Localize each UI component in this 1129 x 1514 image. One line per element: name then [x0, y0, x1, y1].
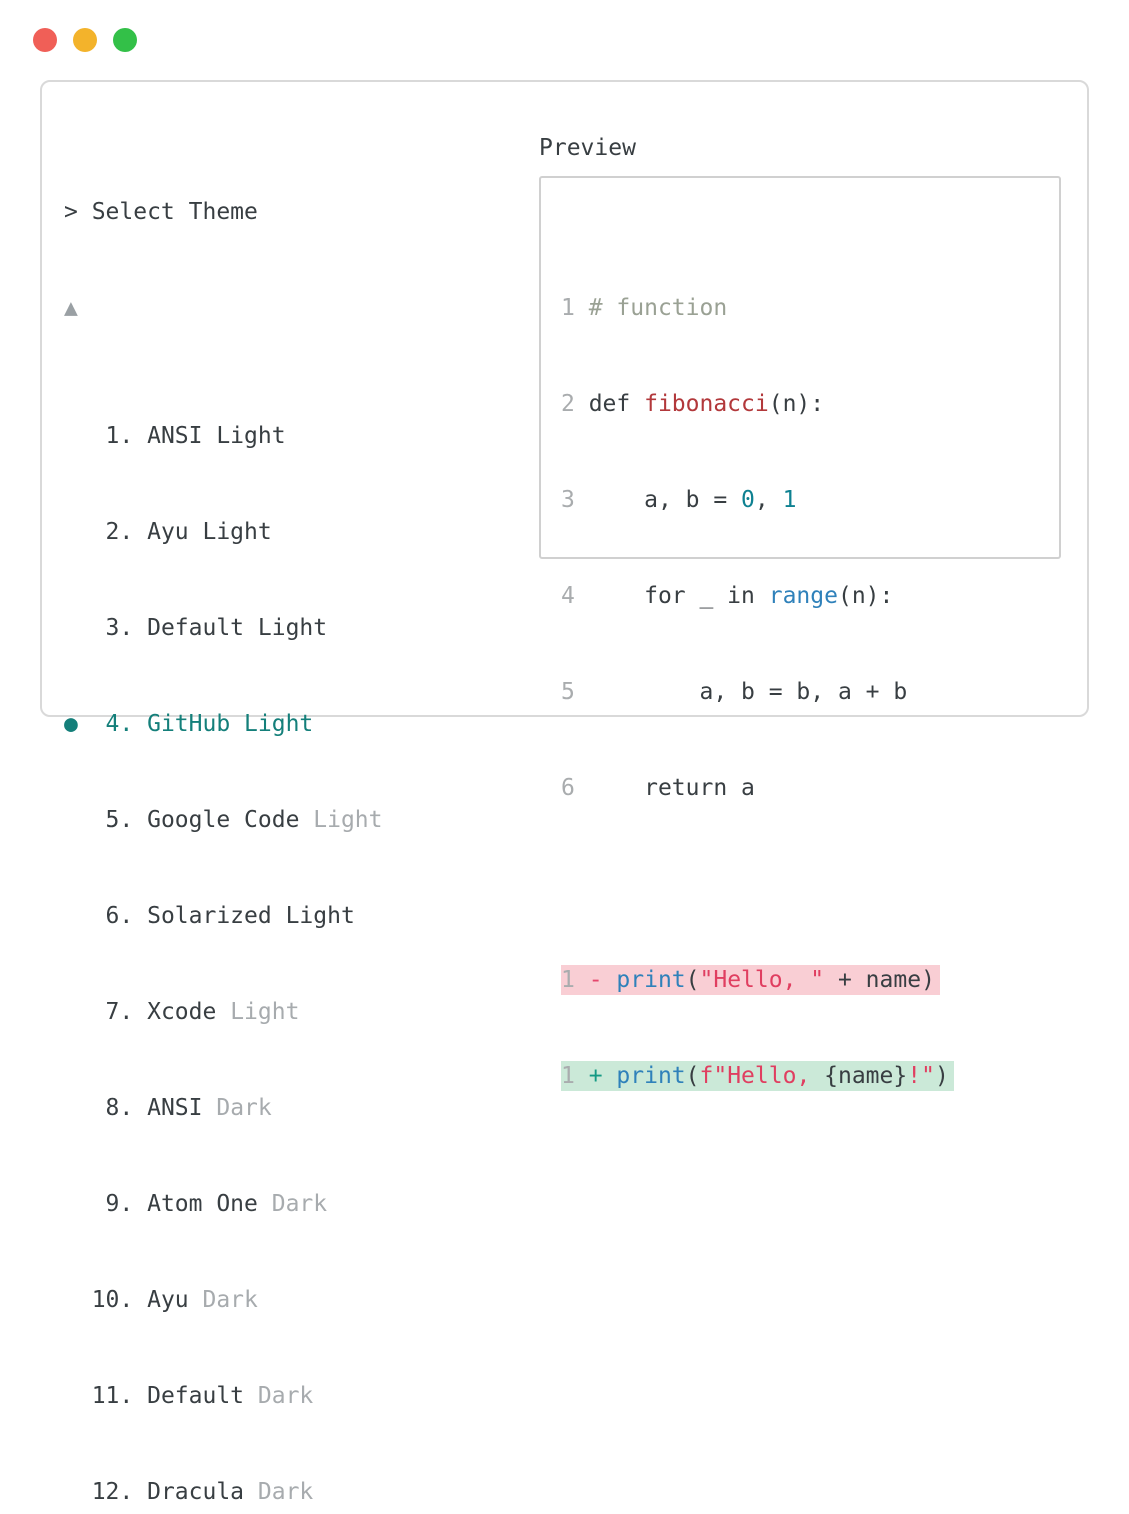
- option-number: 5.: [64, 807, 148, 833]
- theme-option-9[interactable]: 9. Atom One Dark: [64, 1188, 881, 1220]
- picker-prompt: > Select Theme: [64, 199, 258, 225]
- option-number: 6.: [64, 903, 148, 929]
- window-controls: [33, 28, 137, 52]
- option-number: 3.: [64, 615, 148, 641]
- app-window: > Select Theme ▲ 1. ANSI Light 2. Ayu Li…: [40, 80, 1089, 1505]
- option-number: 12.: [64, 1479, 148, 1505]
- preview-pane: 1 # function 2 def fibonacci(n): 3 a, b …: [539, 176, 1061, 1091]
- option-label-suffix: Dark: [271, 1191, 328, 1217]
- selected-bullet-and-number: ● 4.: [64, 711, 148, 737]
- code-block: 1 # function 2 def fibonacci(n): 3 a, b …: [561, 228, 954, 1156]
- theme-option-4-selected[interactable]: ● 4. GitHub Light: [64, 708, 881, 740]
- code-line-1: 1 # function: [561, 295, 728, 321]
- option-label: Xcode: [147, 999, 231, 1025]
- option-number: 8.: [64, 1095, 148, 1121]
- option-label: ANSI: [147, 1095, 217, 1121]
- code-line-3: 3 a, b = 0, 1: [561, 487, 797, 513]
- code-line-5: 5 a, b = b, a + b: [561, 679, 908, 705]
- option-label-suffix: Dark: [202, 1287, 258, 1313]
- preview-title: Preview: [539, 135, 636, 161]
- option-label-suffix: Light: [313, 807, 383, 833]
- option-label: Ayu Light: [147, 519, 272, 545]
- diff-removed-line: 1 - print("Hello, " + name): [561, 964, 954, 996]
- scroll-up-icon[interactable]: ▲: [64, 295, 78, 321]
- option-label: Google Code: [147, 807, 314, 833]
- code-line-4: 4 for _ in range(n):: [561, 583, 894, 609]
- maximize-button[interactable]: [113, 28, 137, 52]
- close-button[interactable]: [33, 28, 57, 52]
- option-label-suffix: Dark: [216, 1095, 272, 1121]
- option-number: 11.: [64, 1383, 148, 1409]
- option-label: GitHub Light: [147, 711, 314, 737]
- option-number: 10.: [64, 1287, 148, 1313]
- code-line-2: 2 def fibonacci(n):: [561, 391, 825, 417]
- option-number: 7.: [64, 999, 148, 1025]
- option-label-suffix: Dark: [257, 1383, 314, 1409]
- theme-option-10[interactable]: 10. Ayu Dark: [64, 1284, 881, 1316]
- option-number: 2.: [64, 519, 148, 545]
- option-label: Solarized Light: [147, 903, 355, 929]
- option-label: Default: [147, 1383, 258, 1409]
- theme-option-1[interactable]: 1. ANSI Light: [64, 420, 881, 452]
- theme-option-11[interactable]: 11. Default Dark: [64, 1380, 881, 1412]
- option-label-suffix: Light: [230, 999, 300, 1025]
- code-blank-line: [561, 868, 954, 900]
- theme-option-2[interactable]: 2. Ayu Light: [64, 516, 881, 548]
- code-line-6: 6 return a: [561, 775, 755, 801]
- option-label: ANSI Light: [147, 423, 286, 449]
- theme-option-3[interactable]: 3. Default Light: [64, 612, 881, 644]
- theme-option-12[interactable]: 12. Dracula Dark: [64, 1476, 881, 1508]
- option-label: Ayu: [147, 1287, 203, 1313]
- diff-added-line: 1 + print(f"Hello, {name}!"): [561, 1060, 954, 1092]
- option-label: Atom One: [147, 1191, 272, 1217]
- option-number: 9.: [64, 1191, 148, 1217]
- option-label-suffix: Dark: [257, 1479, 314, 1505]
- minimize-button[interactable]: [73, 28, 97, 52]
- option-label: Dracula: [147, 1479, 258, 1505]
- option-number: 1.: [64, 423, 148, 449]
- option-label: Default Light: [147, 615, 328, 641]
